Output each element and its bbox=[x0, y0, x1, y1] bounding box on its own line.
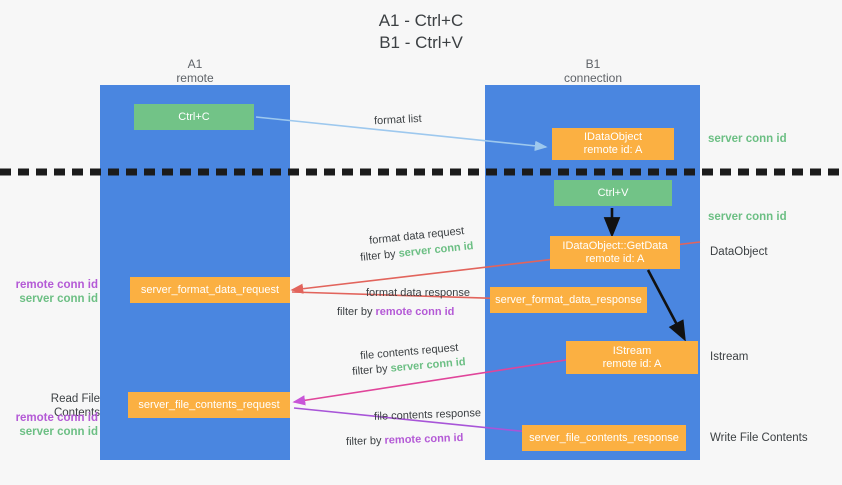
box-ctrl-v-label: Ctrl+V bbox=[597, 186, 629, 199]
filter-remote-conn-id-1: remote conn id bbox=[375, 306, 455, 318]
label-server-conn-id-mid: server conn id bbox=[708, 211, 787, 223]
filter-remote-conn-id-2: remote conn id bbox=[384, 431, 464, 447]
label-istream: Istream bbox=[710, 351, 749, 363]
box-server-format-data-request[interactable]: server_format_data_request bbox=[130, 277, 290, 303]
column-a1-name: A1 bbox=[187, 57, 203, 71]
box-ctrl-c[interactable]: Ctrl+C bbox=[134, 104, 254, 130]
label-conn-ids-file: remote conn id server conn id bbox=[10, 411, 98, 439]
title-line-2: B1 - Ctrl+V bbox=[379, 33, 463, 52]
label-server-conn-id-top: server conn id bbox=[708, 133, 787, 145]
label-data-object: DataObject bbox=[710, 246, 768, 258]
box-istream[interactable]: IStream remote id: A bbox=[566, 341, 698, 374]
box-server-format-data-response[interactable]: server_format_data_response bbox=[490, 287, 647, 313]
box-server-format-data-request-label: server_format_data_request bbox=[140, 283, 280, 296]
box-server-file-contents-response[interactable]: server_file_contents_response bbox=[522, 425, 686, 451]
box-server-format-data-response-label: server_format_data_response bbox=[495, 293, 642, 306]
filter-by-text-3: filter by bbox=[351, 362, 389, 378]
column-a1-role: remote bbox=[176, 71, 214, 85]
box-ctrl-c-label: Ctrl+C bbox=[178, 110, 210, 123]
page-title: A1 - Ctrl+C B1 - Ctrl+V bbox=[0, 10, 842, 54]
annotation-file-contents-response-filter: filter by remote conn id bbox=[346, 431, 464, 449]
box-ctrl-v[interactable]: Ctrl+V bbox=[554, 180, 672, 206]
label-remote-conn-id-file: remote conn id bbox=[15, 412, 98, 424]
label-server-conn-id-file: server conn id bbox=[19, 426, 98, 438]
column-b1-name: B1 bbox=[585, 57, 601, 71]
box-server-file-contents-request[interactable]: server_file_contents_request bbox=[128, 392, 290, 418]
annotation-format-data-response-filter: filter by remote conn id bbox=[337, 305, 454, 319]
box-server-file-contents-request-label: server_file_contents_request bbox=[138, 398, 280, 411]
label-remote-conn-id-format: remote conn id bbox=[15, 279, 98, 291]
box-idataobject[interactable]: IDataObject remote id: A bbox=[552, 128, 674, 160]
box-istream-line1: IStream bbox=[612, 344, 652, 357]
filter-by-text-4: filter by bbox=[345, 434, 382, 449]
annotation-format-data-response: format data response bbox=[366, 287, 470, 299]
filter-by-text-1: filter by bbox=[359, 248, 397, 264]
column-header-b1: B1 connection bbox=[528, 57, 658, 85]
column-b1-role: connection bbox=[563, 71, 623, 85]
annotation-format-list: format list bbox=[373, 112, 422, 128]
label-write-file-contents: Write File Contents bbox=[710, 432, 808, 444]
label-server-conn-id-format: server conn id bbox=[19, 293, 98, 305]
box-getdata-line1: IDataObject::GetData bbox=[562, 239, 668, 252]
box-idataobject-line1: IDataObject bbox=[583, 131, 643, 143]
title-line-1: A1 - Ctrl+C bbox=[378, 11, 464, 30]
label-read-file-contents: Read File Contents bbox=[50, 393, 100, 419]
box-getdata[interactable]: IDataObject::GetData remote id: A bbox=[550, 236, 680, 269]
filter-by-text-2: filter by bbox=[337, 306, 373, 318]
column-header-a1: A1 remote bbox=[130, 57, 260, 85]
box-getdata-line2: remote id: A bbox=[585, 252, 645, 265]
box-istream-line2: remote id: A bbox=[602, 357, 662, 370]
annotation-file-contents-response: file contents response bbox=[373, 407, 482, 423]
box-idataobject-line2: remote id: A bbox=[583, 144, 643, 156]
label-conn-ids-format: remote conn id server conn id bbox=[10, 278, 98, 306]
box-server-file-contents-response-label: server_file_contents_response bbox=[529, 431, 679, 444]
